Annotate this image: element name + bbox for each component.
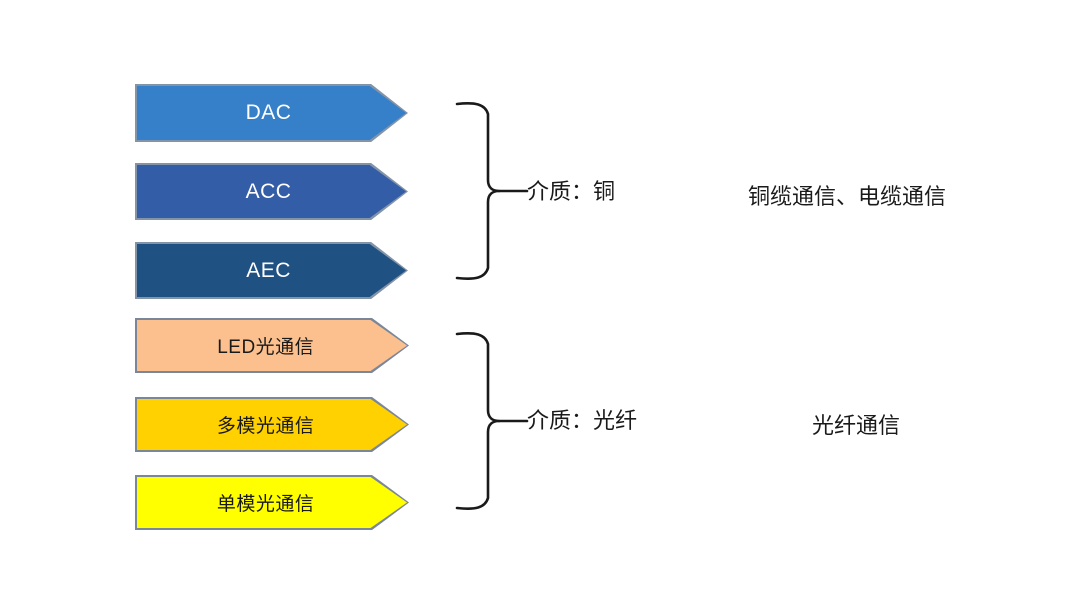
chevron-led-optical[interactable]: LED光通信 — [137, 320, 407, 371]
chevron-label-multimode-optical: 多模光通信 — [216, 416, 315, 437]
chevron-acc[interactable]: ACC — [137, 165, 406, 218]
side-note-copper: 铜缆通信、电缆通信 — [748, 184, 947, 209]
chevron-aec[interactable]: AEC — [137, 244, 406, 297]
chevron-singlemode-optical[interactable]: 单模光通信 — [137, 477, 407, 528]
brace-copper — [455, 102, 529, 280]
side-note-fiber: 光纤通信 — [812, 413, 901, 438]
chevron-multimode-optical[interactable]: 多模光通信 — [137, 399, 407, 450]
brace-caption-fiber: 介质：光纤 — [527, 408, 638, 433]
chevron-label-dac: DAC — [245, 101, 292, 124]
brace-caption-copper: 介质：铜 — [527, 179, 616, 204]
chevron-label-aec: AEC — [246, 258, 291, 282]
chevron-label-led-optical: LED光通信 — [217, 337, 315, 358]
brace-fiber — [455, 332, 529, 510]
chevron-dac[interactable]: DAC — [137, 86, 406, 140]
chevron-label-singlemode-optical: 单模光通信 — [216, 494, 315, 515]
chevron-label-acc: ACC — [245, 179, 292, 203]
